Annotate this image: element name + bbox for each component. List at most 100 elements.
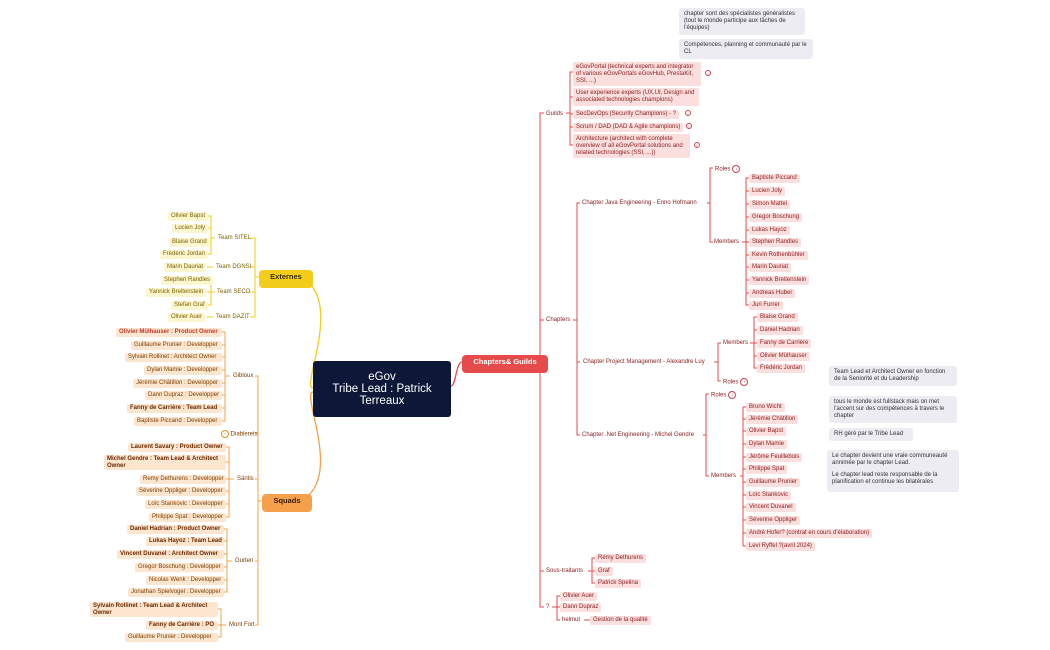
java-member[interactable]: Juri Furrer [749,301,783,310]
squad-gurten[interactable]: Gurten [235,558,254,564]
java-members[interactable]: Members [714,239,740,245]
net-member[interactable]: Olivier Bapst [746,427,787,436]
pm-member[interactable]: Frédéric Jordan [757,364,806,373]
externes-member[interactable]: Marin Dauriat [164,263,207,272]
sous-traitant-item[interactable]: Patrick Spelina [595,579,642,588]
santis-member[interactable]: Laurent Savary : Product Owner [128,443,226,452]
java-member[interactable]: Kevin Rothenbühler [749,251,808,260]
chapter-java[interactable]: Chapter Java Engineering - Enno Hofmann [582,200,697,206]
team-seco[interactable]: Team SECO [217,289,251,295]
sous-traitant-item[interactable]: Graf [595,567,613,576]
gurten-member[interactable]: Lukas Hayoz : Team Lead [146,537,224,546]
java-member[interactable]: Lucien Joly [749,187,786,196]
branch-squads[interactable]: Squads [262,494,312,512]
gibloux-member[interactable]: Baptiste Piccand : Developper [134,417,222,426]
net-member[interactable]: Jérémie Châtillon [746,415,799,424]
externes-member[interactable]: Olivier Auer [168,313,206,322]
unknown-group-label[interactable]: ? [546,604,550,610]
branch-chapters-guilds[interactable]: Chapters& Guilds [462,355,548,373]
guild-item[interactable]: Architecture (architect with complete ov… [573,134,690,159]
pm-members[interactable]: Members [723,340,749,346]
montfort-member[interactable]: Fanny de Carrière : PO [146,621,218,630]
info-icon[interactable]: i [732,165,741,173]
santis-member[interactable]: Philippe Spat : Developper [149,513,226,522]
externes-member[interactable]: Stefan Graf [171,301,208,310]
gurten-member[interactable]: Daniel Hadrian : Product Owner [127,525,224,534]
net-member[interactable]: Levi Ryffel ?(avril 2024) [746,542,815,551]
java-member[interactable]: Baptiste Piccand [749,174,800,183]
externes-member[interactable]: Blaise Grand [169,238,210,247]
net-member[interactable]: Loïc Stankovic [746,491,792,500]
guild-item[interactable]: Scrum / DAD (DAD & Agile champions) [573,123,684,132]
sous-traitant-item[interactable]: Rémy Dethurens [595,554,647,563]
guilds-label[interactable]: Guilds [546,111,564,117]
sous-traitants-label[interactable]: Sous-traitants [546,568,584,574]
gurten-member[interactable]: Gregor Boschung : Developper [135,563,224,572]
info-icon[interactable]: i [694,142,700,148]
info-icon[interactable]: i [685,110,691,116]
pm-member[interactable]: Blaise Grand [757,313,798,322]
net-member[interactable]: André Hofer? (contrat en cours d'élabora… [746,529,873,538]
net-member[interactable]: Guillaume Prunier [746,478,801,487]
chapters-label[interactable]: Chapters [546,317,571,323]
net-member[interactable]: Jérôme Feuillebois [746,453,803,462]
net-member[interactable]: Bruno Wicht [746,403,785,412]
team-dazit[interactable]: Team DAZIT [216,314,250,320]
santis-member[interactable]: Michel Gendre : Team Lead & Architect Ow… [104,455,226,470]
gibloux-member[interactable]: Fanny de Carrière : Team Lead [127,404,222,413]
gibloux-member[interactable]: Olivier Mülhauser : Product Owner [116,328,222,337]
branch-externes[interactable]: Externes [259,270,313,288]
externes-member[interactable]: Stephen Randles [161,276,214,285]
net-member[interactable]: Philippe Spat [746,465,788,474]
pm-member[interactable]: Fanny de Carrière [757,339,812,348]
santis-member[interactable]: Loïc Stankovic : Developper [145,500,226,509]
gibloux-member[interactable]: Dann Dupraz : Developper [145,391,222,400]
root-topic[interactable]: eGov Tribe Lead : Patrick Terreaux [313,361,451,417]
gibloux-member[interactable]: Sylvain Rollinet : Architect Owner [125,353,222,362]
gibloux-member[interactable]: Guillaume Prunier : Developper [131,341,222,350]
info-icon[interactable]: i [728,391,737,399]
info-icon[interactable]: i [705,70,711,76]
java-member[interactable]: Simon Mattei [749,200,791,209]
gurten-member[interactable]: Vincent Duvanel : Architect Owner [117,550,224,559]
externes-member[interactable]: Yannick Breitenstein [146,288,207,297]
unknown-group-item[interactable]: Dann Dupraz [560,603,602,612]
montfort-member[interactable]: Sylvain Rollinet : Team Lead & Architect… [90,602,218,617]
chapter-project-management[interactable]: Chapter Project Management - Alexandre L… [583,359,705,365]
squad-mont-fort[interactable]: Mont Fort [229,622,255,628]
plus-icon[interactable]: + [221,430,229,438]
info-icon[interactable]: i [740,378,749,386]
java-member[interactable]: Lukas Hayoz [749,226,790,235]
java-member[interactable]: Marin Dauriat [749,263,792,272]
unknown-group-item[interactable]: Olivier Auer [560,592,598,601]
gibloux-member[interactable]: Dylan Mamie : Developper [144,366,222,375]
pm-member[interactable]: Olivier Mülhauser [757,352,810,361]
externes-member[interactable]: Olivier Bapst [168,212,209,221]
gibloux-member[interactable]: Jérémie Châtillon : Developper [133,379,222,388]
net-member[interactable]: Dylan Mamie [746,440,788,449]
santis-member[interactable]: Séverine Oppliger : Developper [136,487,226,496]
helmut-label[interactable]: helmut [562,617,581,623]
team-dgnsi[interactable]: Team DGNSI [216,264,252,270]
guild-item[interactable]: eGovPortal (technical experts and integr… [573,62,701,87]
externes-member[interactable]: Lucien Joly [172,224,209,233]
pm-member[interactable]: Daniel Hadrian [757,326,803,335]
java-member[interactable]: Gregor Boschung [749,213,803,222]
squad-diablerets[interactable]: + Diablerets [217,429,260,440]
squad-gibloux[interactable]: Gibloux [233,373,254,379]
info-icon[interactable]: i [686,123,692,129]
team-sitel[interactable]: Team SITEL [218,235,252,241]
net-members[interactable]: Members [711,473,737,479]
gurten-member[interactable]: Nicolas Wenk : Developper [146,576,224,585]
java-member[interactable]: Yannick Breitenstein [749,276,810,285]
helmut-role[interactable]: Gestion de la qualité [590,616,651,625]
guild-item[interactable]: User experience experts (UX,UI, Design a… [573,88,699,106]
montfort-member[interactable]: Guillaume Prunier : Developper [125,633,218,642]
net-member[interactable]: Vincent Duvanel [746,503,796,512]
net-member[interactable]: Séverine Oppliger [746,516,801,525]
squad-santis[interactable]: Säntis [237,476,254,482]
santis-member[interactable]: Remy Dethurens : Developper [140,475,226,484]
